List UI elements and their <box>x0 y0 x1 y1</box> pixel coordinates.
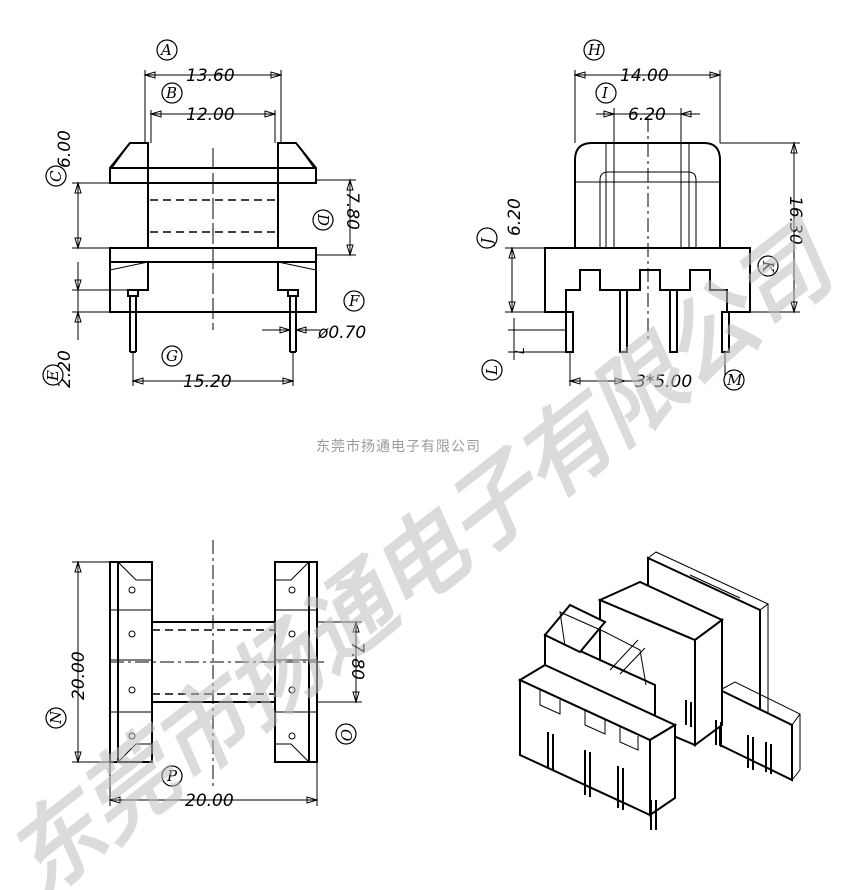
dim-i-text: 6.20 <box>628 105 666 125</box>
tag-n: N <box>47 710 65 725</box>
dim-l-text: L <box>513 347 527 354</box>
tag-o: O <box>337 729 355 741</box>
front-view: 13.60 A 12.00 B 6.00 C 7.80 D <box>42 39 366 392</box>
dim-m-text: 3*5.00 <box>635 372 692 392</box>
isometric-view <box>517 551 801 830</box>
tag-h: H <box>587 41 602 59</box>
dim-j-text: 6.20 <box>505 198 525 236</box>
dim-h-text: 14.00 <box>620 66 669 86</box>
tag-l: L <box>483 365 501 376</box>
dim-g-text: 15.20 <box>183 372 232 392</box>
side-view: 14.00 H 6.20 I 6.20 J 16.30 K L <box>476 39 805 392</box>
tag-i: I <box>601 84 609 102</box>
company-watermark-large: 东莞市扬通电子有限公司 <box>0 204 850 890</box>
dim-d-text: 7.80 <box>342 192 362 230</box>
tag-m: M <box>726 371 743 389</box>
dim-c-text: 6.00 <box>55 130 75 168</box>
dim-o-text: 7.80 <box>347 642 367 680</box>
tag-d: D <box>314 213 332 226</box>
dim-b-text: 12.00 <box>186 105 235 125</box>
tag-g: G <box>166 347 178 365</box>
tag-b: B <box>165 84 177 102</box>
dim-a-text: 13.60 <box>186 66 235 86</box>
dim-n-text: 20.00 <box>69 651 89 700</box>
company-watermark-small: 东莞市扬通电子有限公司 <box>316 438 481 455</box>
dim-f-text: ø0.70 <box>317 323 366 343</box>
dim-p-text: 20.00 <box>185 791 234 811</box>
tag-k: K <box>759 260 777 273</box>
tag-c: C <box>47 170 65 182</box>
tag-j: J <box>478 237 496 247</box>
tag-p: P <box>166 767 178 785</box>
tag-e: E <box>44 370 62 382</box>
tag-f: F <box>348 292 360 310</box>
dim-k-text: 16.30 <box>785 196 805 245</box>
tag-a: A <box>159 41 172 59</box>
plan-view: 20.00 N 7.80 O 20.00 P <box>45 540 367 811</box>
